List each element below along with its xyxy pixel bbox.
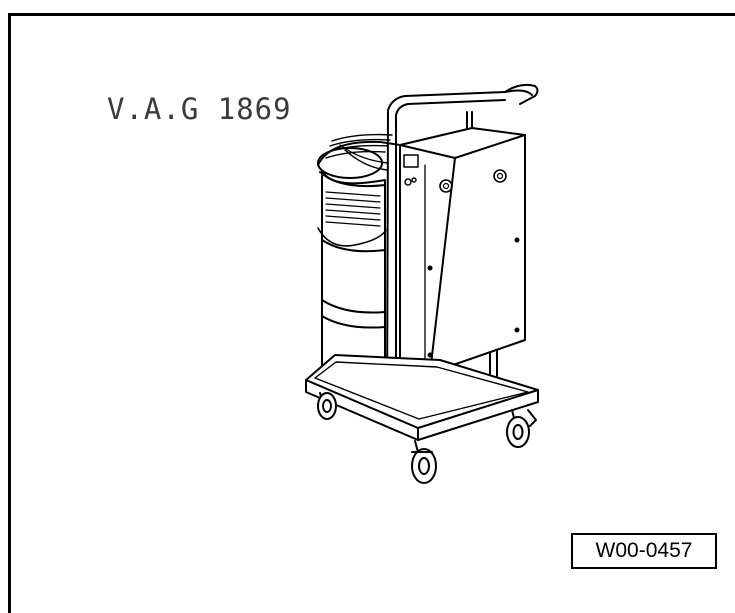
- control-cabinet: [399, 127, 526, 374]
- tool-label: V.A.G 1869: [107, 92, 292, 126]
- figure-frame: [8, 13, 735, 613]
- figure-code-label: W00-0457: [571, 533, 717, 569]
- wheel-right: [506, 409, 537, 448]
- wheel-front: [411, 440, 437, 484]
- wheel-left: [317, 392, 337, 420]
- cart-wheels: [317, 392, 537, 484]
- cart-base: [305, 354, 539, 441]
- equipment-cart-illustration: [305, 83, 539, 484]
